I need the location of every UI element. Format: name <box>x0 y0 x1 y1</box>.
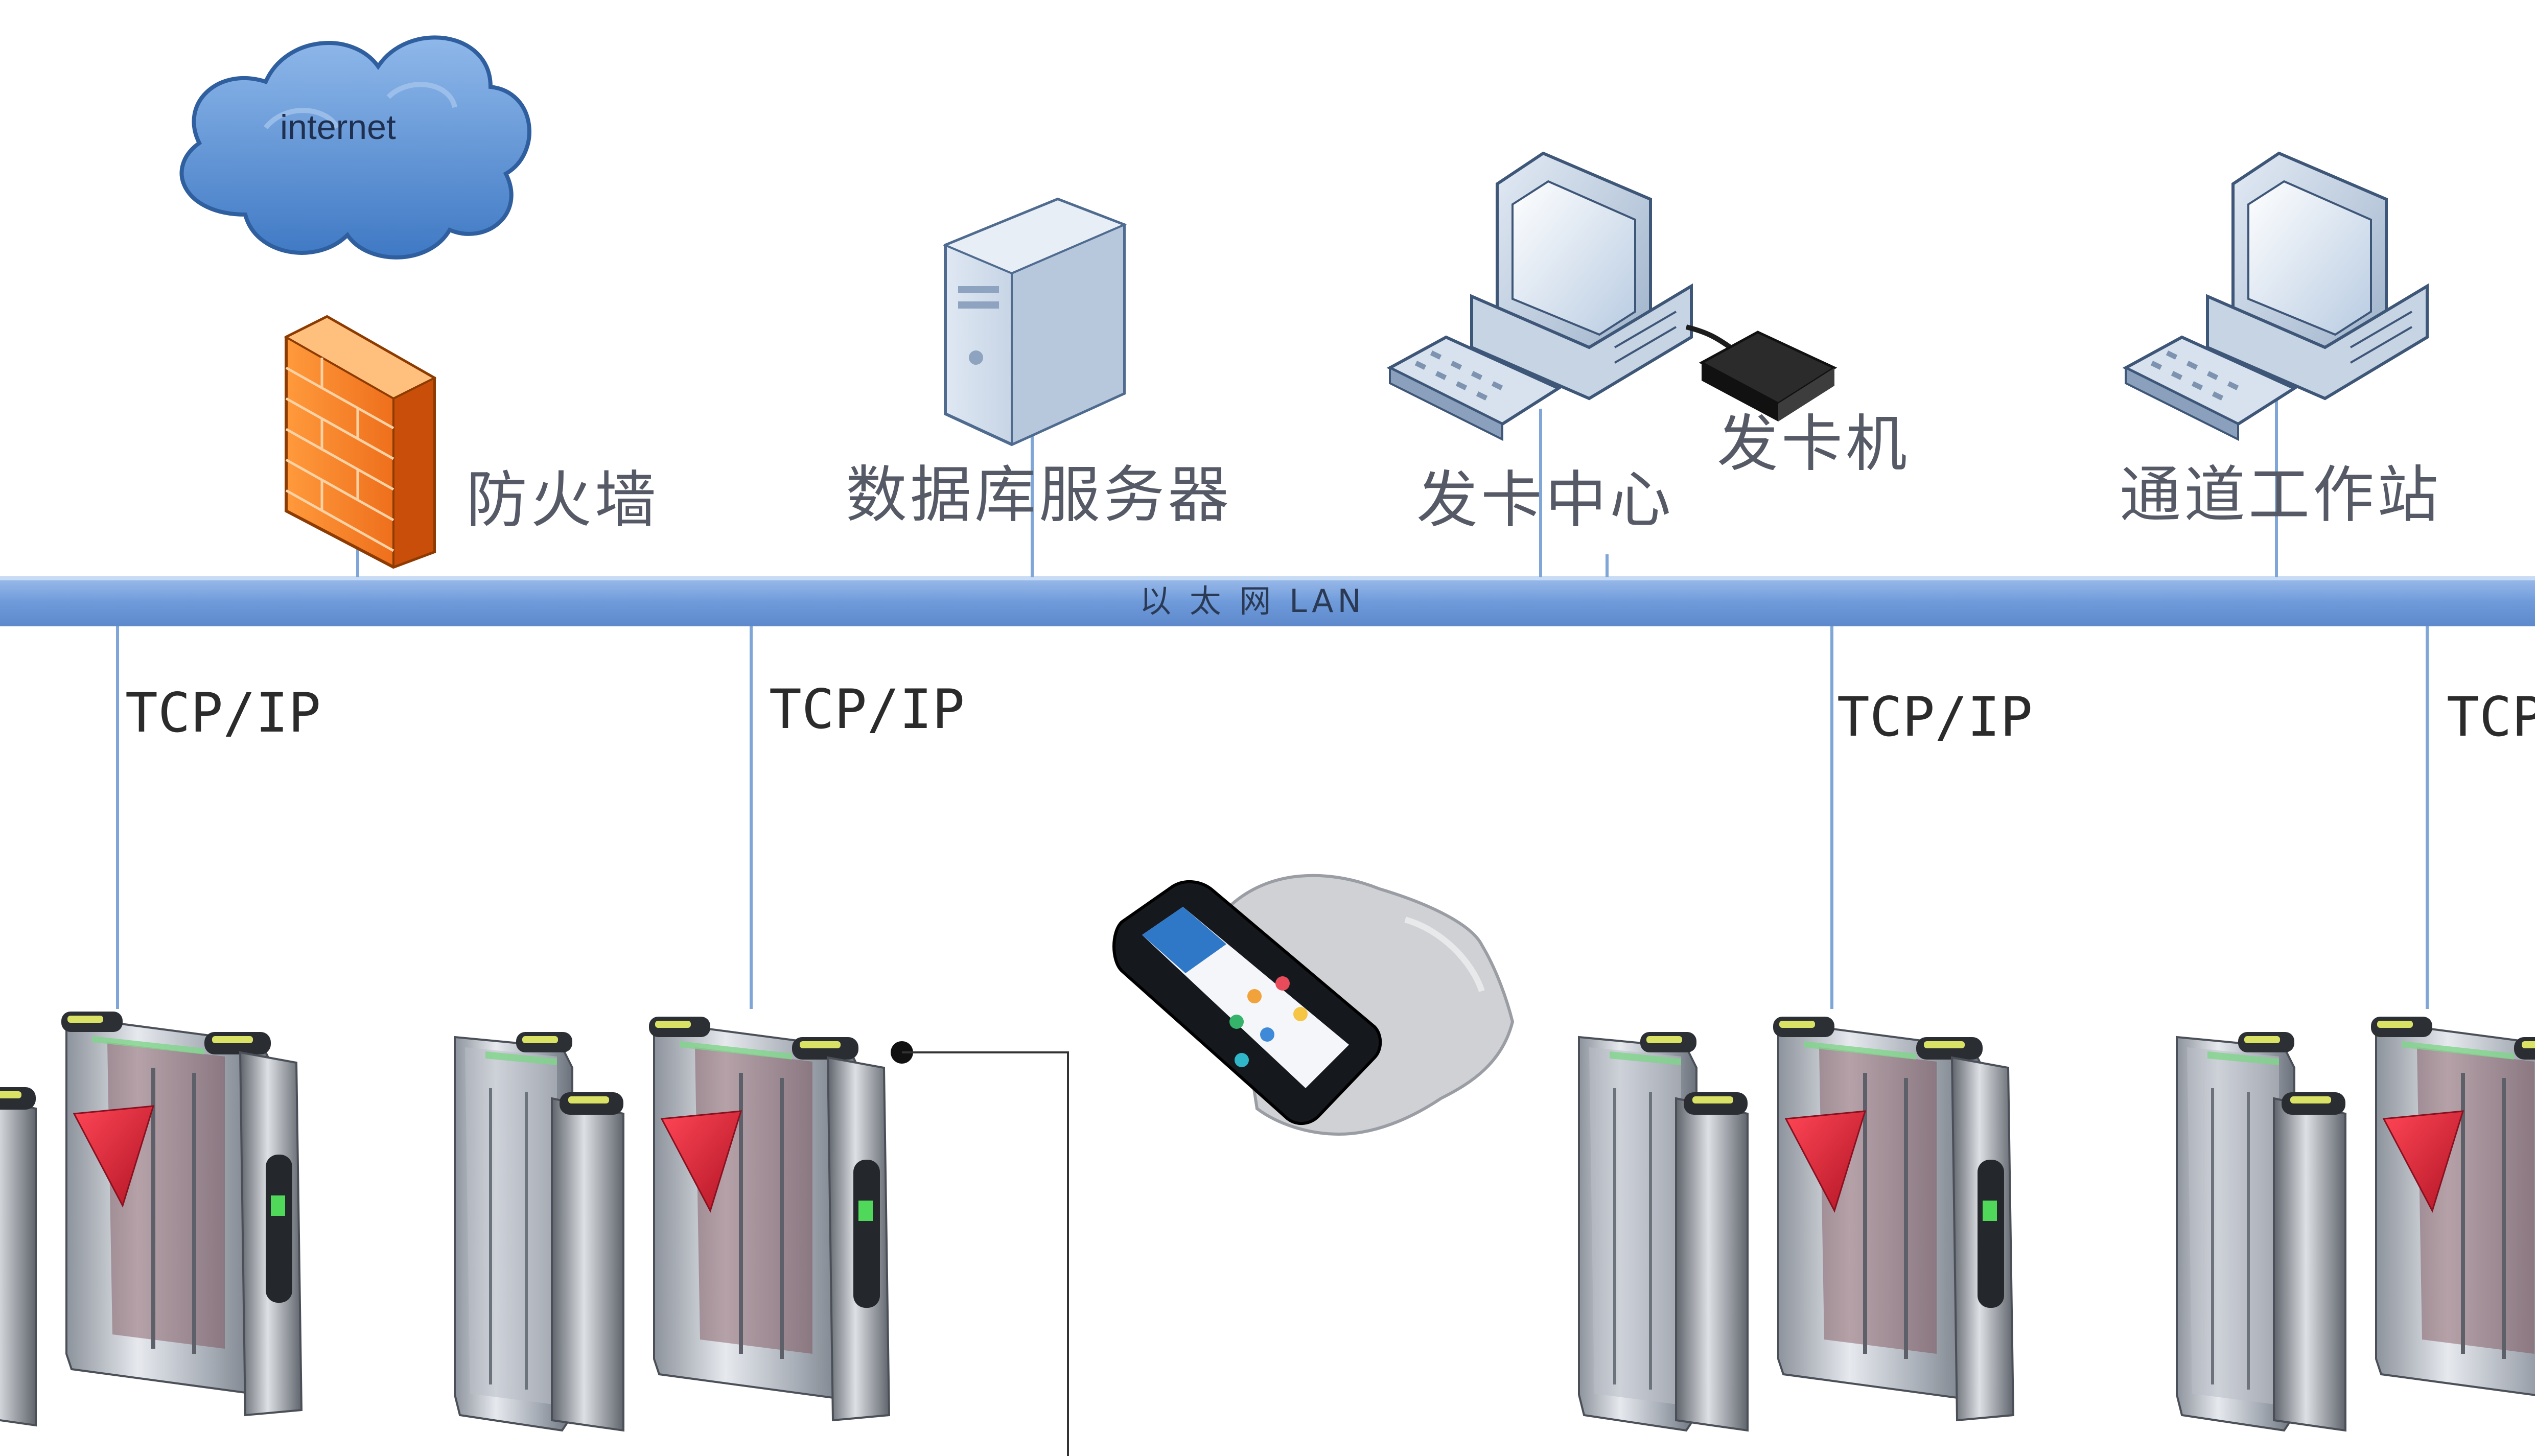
desktop-computer-icon <box>1386 151 1693 441</box>
smartphone-icon <box>1112 880 1382 1125</box>
cloud-icon <box>179 35 531 260</box>
firewall-icon <box>284 315 437 569</box>
turnstile-gate-icon <box>455 1017 889 1430</box>
lan-label: 以 太 网 LAN <box>1139 582 1365 620</box>
turnstile-gate-icon <box>2177 1017 2535 1430</box>
tcpip-label-1: TCP/IP <box>125 682 321 744</box>
downlinks <box>116 626 2429 1009</box>
workstation-label: 通道工作站 <box>2120 460 2441 531</box>
turnstile-gate-icon <box>0 1012 301 1425</box>
db-server-label: 数据库服务器 <box>846 460 1232 531</box>
server-tower-icon <box>942 197 1127 447</box>
lan-bus <box>0 577 2535 626</box>
desktop-computer-icon <box>2122 151 2429 441</box>
internet-label: internet <box>280 108 396 147</box>
card-reader-icon <box>1699 331 1838 421</box>
callout-line <box>891 1041 1069 1456</box>
firewall-label: 防火墙 <box>466 465 659 536</box>
card-center-label: 发卡中心 <box>1416 465 1674 536</box>
tcpip-label-2: TCP/IP <box>769 678 965 741</box>
tcpip-label-4: TCP/IP <box>2447 686 2535 748</box>
turnstile-gate-icon <box>1579 1017 2013 1430</box>
card-issuer-label: 发卡机 <box>1717 409 1910 480</box>
tcpip-label-3: TCP/IP <box>1837 686 2033 748</box>
